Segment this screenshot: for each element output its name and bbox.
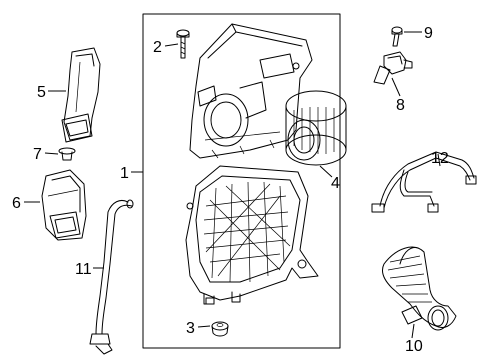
leader-4 [319,165,333,178]
leader-12 [437,153,441,167]
assembly-frame [142,13,341,349]
tube-11 [89,199,134,355]
leader-10 [411,323,415,339]
filter-element-4 [285,90,347,166]
wire-harness-12 [371,151,477,213]
callout-1: 1 [120,165,129,182]
callout-2: 2 [153,39,162,56]
intake-hose-10 [381,246,457,331]
callout-12: 12 [431,150,449,167]
air-cleaner-cover [189,23,313,159]
inlet-duct-6 [41,169,87,241]
air-cleaner-housing [185,165,319,305]
callout-10: 10 [405,338,423,355]
leader-3 [197,325,211,328]
callout-8: 8 [396,97,405,114]
leader-7 [44,152,59,155]
callout-3: 3 [186,320,195,337]
callout-4: 4 [331,175,340,192]
callout-6: 6 [12,195,21,212]
callout-7: 7 [33,146,42,163]
callout-11: 11 [75,261,92,278]
callout-5: 5 [37,84,46,101]
leader-8 [391,77,401,97]
sensor-8 [373,51,413,85]
leader-2 [164,43,179,47]
duct-5 [61,47,101,143]
callout-9: 9 [424,25,433,42]
clip-7 [58,147,76,161]
bolt-2 [176,29,190,59]
grommet-3 [211,321,229,337]
bolt-9 [391,26,403,47]
